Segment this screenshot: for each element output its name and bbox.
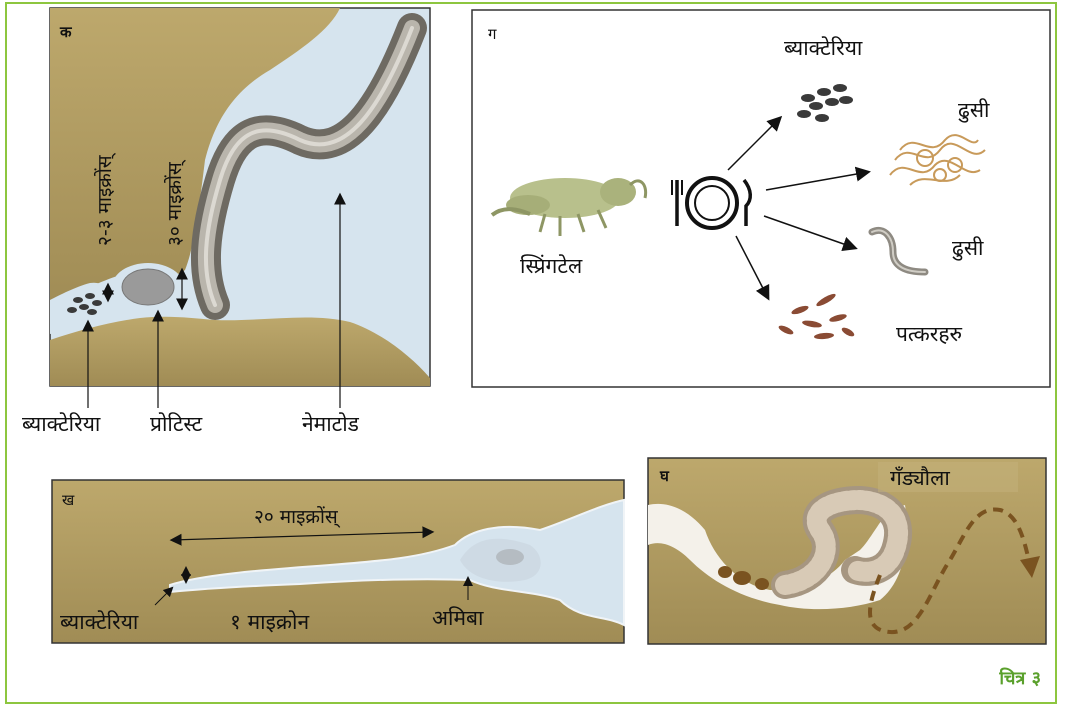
label-fungi-1: ढुसी <box>958 100 989 121</box>
label-nematode: नेमाटोड <box>302 414 359 435</box>
label-bacteria-ga: ब्याक्टेरिया <box>784 38 862 59</box>
panel-ka-letter: क <box>60 22 72 42</box>
panel-gha <box>648 458 1046 644</box>
label-bacteria-kha: ब्याक्टेरिया <box>60 612 138 633</box>
figure-caption: चित्र ३ <box>999 666 1041 690</box>
label-springtail: स्प्रिंगटेल <box>520 256 582 277</box>
label-leaf-litter: पत्करहरु <box>896 324 962 345</box>
panel-ga-letter: ग <box>488 24 496 44</box>
label-fungi-2: ढुसी <box>952 238 983 259</box>
size-label-20-microns: २० माइक्रोंस् <box>254 508 338 527</box>
panel-kha-letter: ख <box>62 490 74 510</box>
label-bacteria-ka: ब्याक्टेरिया <box>22 414 100 435</box>
panel-ga <box>472 10 1050 387</box>
size-label-1-micron: १ माइक्रोन <box>230 612 309 633</box>
size-label-2-3-microns: २-३ माइक्रोंस् <box>96 155 115 246</box>
panel-gha-letter: घ <box>660 466 669 486</box>
label-protist: प्रोटिस्ट <box>150 414 202 435</box>
panel-ka-protist <box>122 269 174 305</box>
label-earthworm: गँड्यौला <box>890 468 950 489</box>
label-amoeba: अमिबा <box>432 608 483 629</box>
size-label-30-microns: ३० माइक्रोंस् <box>166 162 185 246</box>
